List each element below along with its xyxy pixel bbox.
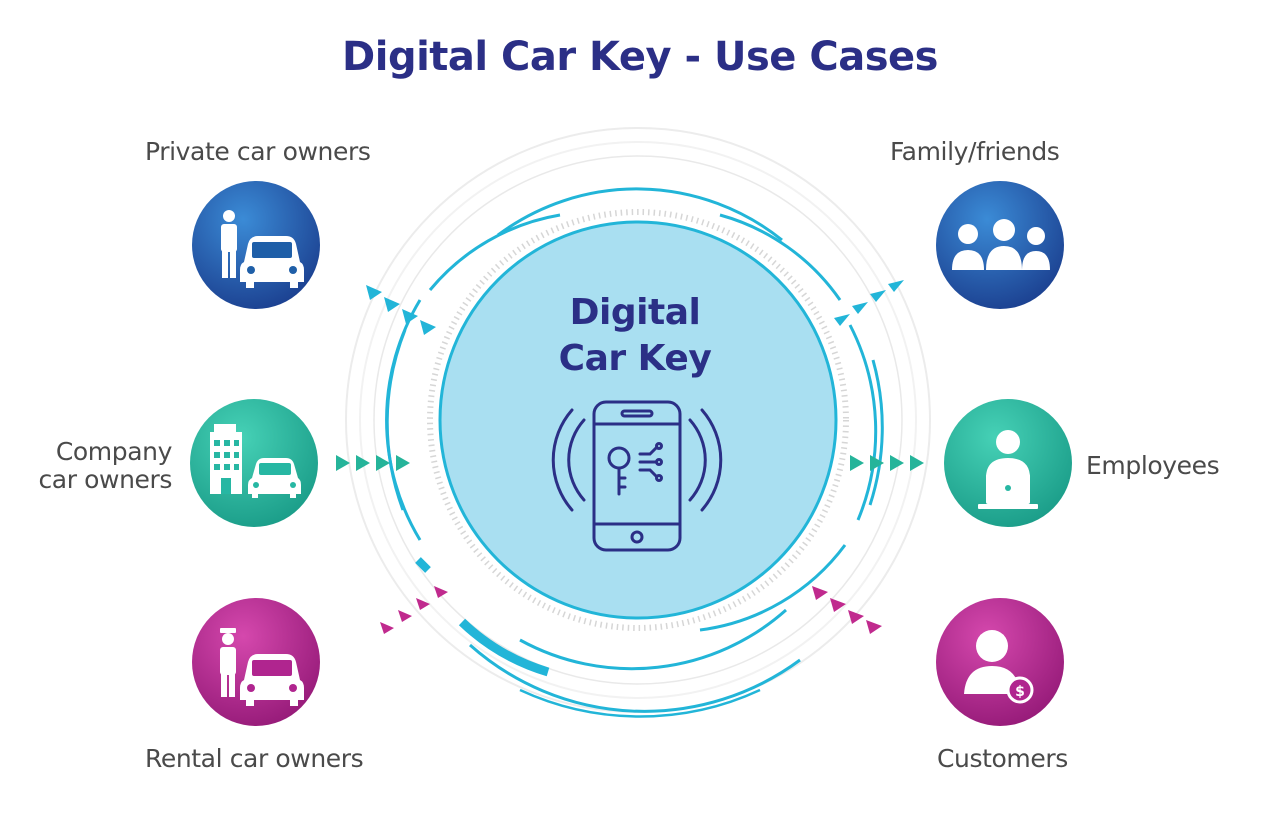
arrows-family-friends (834, 280, 904, 326)
tick-ring (427, 209, 849, 631)
label-company-car-owners: Company car owners (30, 438, 172, 494)
customer-with-coin-icon: $ (964, 630, 1034, 704)
arrows-rental-car-owners (380, 586, 448, 634)
arrows-customers (812, 586, 882, 634)
person-at-laptop-icon (978, 430, 1038, 509)
use-case-family-friends (936, 181, 1064, 309)
label-family-friends: Family/friends (890, 137, 1060, 166)
cyan-arc-rings (385, 187, 884, 718)
arrows-private-car-owners (366, 285, 436, 335)
use-case-private-car-owners (192, 181, 320, 309)
arrows-employees (850, 455, 924, 471)
center-title-line-2: Car Key (558, 338, 712, 379)
center-title-line-1: Digital (569, 292, 701, 333)
center-hub-title: Digital Car Key (520, 290, 750, 382)
center-hub (438, 220, 838, 620)
label-company-car-owners-line-1: Company (55, 437, 173, 466)
use-case-employees (944, 399, 1072, 527)
label-employees: Employees (1086, 451, 1220, 480)
smartphone-key-icon (551, 400, 723, 552)
use-case-company-car-owners (190, 399, 318, 527)
arrows-company-car-owners (336, 455, 410, 471)
page-title: Digital Car Key - Use Cases (342, 34, 938, 80)
building-with-car-icon (210, 424, 301, 498)
valet-with-car-icon (220, 628, 304, 706)
label-rental-car-owners: Rental car owners (145, 744, 364, 773)
group-of-people-icon (952, 219, 1050, 270)
use-case-rental-car-owners (192, 598, 320, 726)
label-customers: Customers (937, 744, 1068, 773)
svg-text:$: $ (1015, 684, 1025, 700)
label-company-car-owners-line-2: car owners (38, 465, 172, 494)
use-case-customers: $ (936, 598, 1064, 726)
person-with-car-icon (221, 210, 304, 288)
label-private-car-owners: Private car owners (145, 137, 371, 166)
